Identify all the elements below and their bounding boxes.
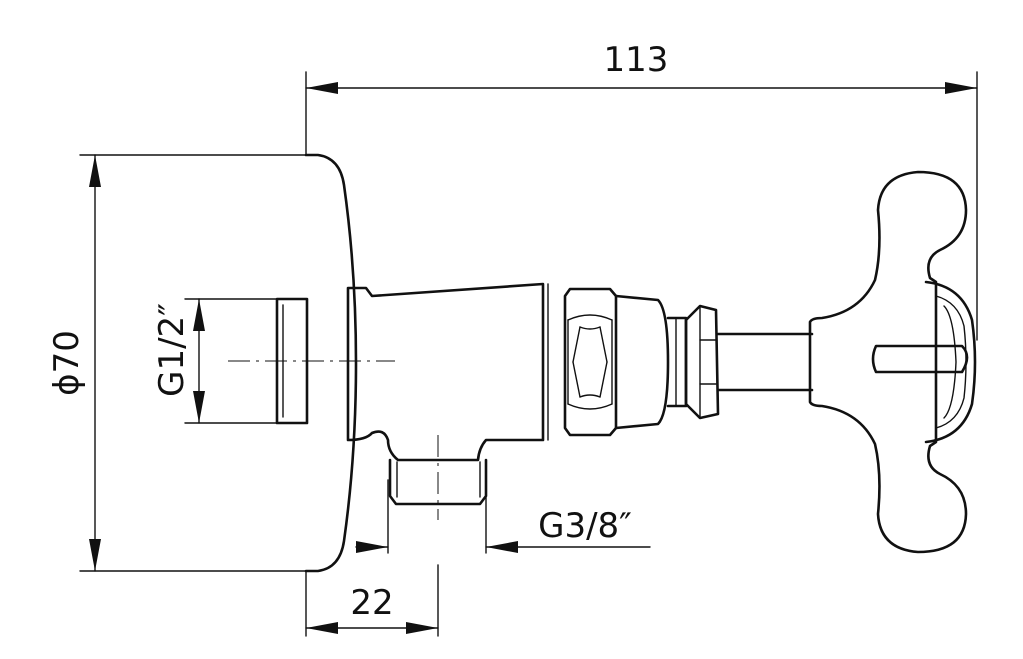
hex-nut — [563, 287, 618, 437]
center-lines — [228, 360, 439, 520]
overall-length-label: 113 — [604, 40, 669, 80]
outlet-thread-label: G3/8″ — [538, 506, 632, 546]
bonnet — [614, 294, 688, 430]
spindle — [716, 332, 814, 392]
dimension-outlet-thread: G3/8″ — [355, 479, 651, 554]
cross-handle — [808, 170, 977, 554]
inlet-thread-stub — [275, 297, 309, 425]
outlet-spout — [388, 458, 488, 506]
packing-nut — [684, 304, 720, 420]
wall-flange — [304, 153, 358, 573]
dimension-outlet-offset: 22 — [305, 564, 439, 637]
dimension-inlet-thread: G1/2″ — [152, 298, 281, 424]
outlet-offset-label: 22 — [350, 583, 393, 623]
dimension-diameter: ϕ70 — [47, 154, 321, 572]
valve-body — [346, 282, 549, 462]
inlet-thread-label: G1/2″ — [152, 303, 192, 397]
dimension-overall-length: 113 — [305, 40, 978, 341]
diameter-label: ϕ70 — [47, 330, 87, 396]
